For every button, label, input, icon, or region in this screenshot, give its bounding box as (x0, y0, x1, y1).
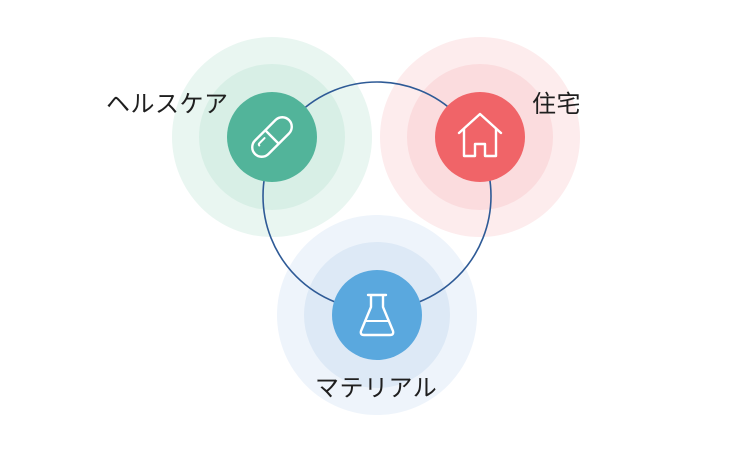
material-node (332, 270, 422, 360)
healthcare-label: ヘルスケア (106, 90, 229, 118)
housing-circle (435, 92, 525, 182)
housing-label: 住宅 (532, 90, 581, 118)
material-circle (332, 270, 422, 360)
material-label: マテリアル (315, 374, 438, 402)
flask-icon (359, 293, 395, 337)
healthcare-node (227, 92, 317, 182)
pill-capsule-icon (251, 116, 293, 158)
house-icon (457, 112, 503, 158)
housing-node (435, 92, 525, 182)
